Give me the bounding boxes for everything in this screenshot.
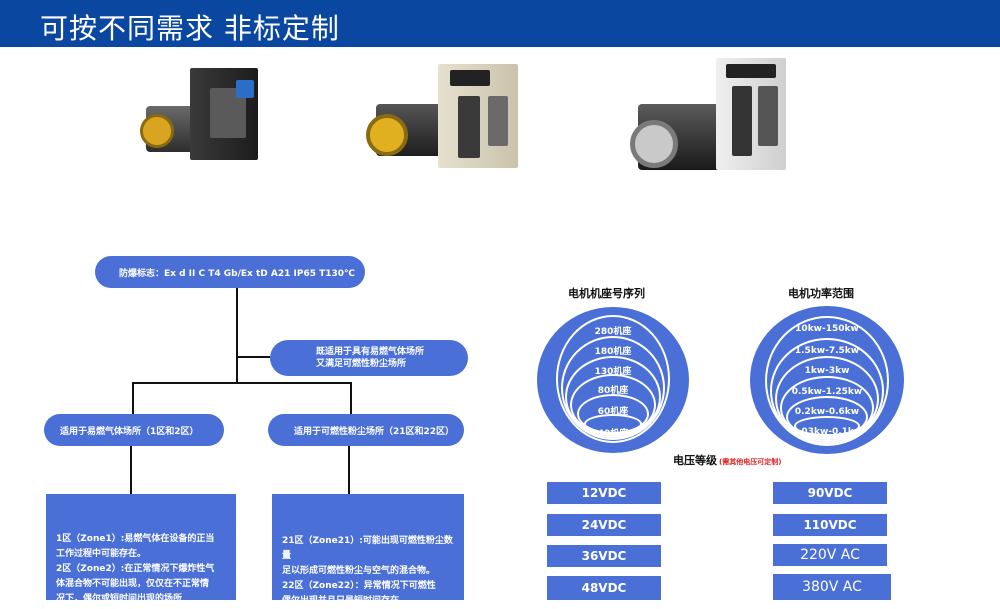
product-photo-strip — [44, 48, 956, 174]
explosion-proof-mark-node: 防爆标志：Ex d II C T4 Gb/Ex tD A21 IP65 T130… — [95, 256, 365, 288]
dust-zone-label: 适用于可燃性粉尘场所（21区和22区） — [294, 426, 455, 437]
frame-series-title: 电机机座号序列 — [568, 287, 645, 300]
voltage-bar: 24VDC — [547, 514, 661, 536]
voltage-bar: 48VDC — [547, 576, 661, 600]
gas-zone-node: 适用于易燃气体场所（1区和2区） — [44, 414, 224, 446]
power-label: 1.5kw-7.5kw — [794, 346, 860, 356]
voltage-bar: 220V AC — [773, 544, 887, 566]
voltage-bar: 110VDC — [773, 514, 887, 536]
power-label: 0.5kw-1.25kw — [791, 387, 863, 397]
dust-zone-detail-box: 21区（Zone21）:可能出现可燃性粉尘数量 足以形成可燃性粉尘与空气的混合物… — [272, 494, 464, 606]
frame-ring-4 — [565, 356, 661, 438]
power-ring-6 — [786, 396, 868, 438]
voltage-bar: 90VDC — [773, 482, 887, 504]
voltage-bar: 12VDC — [547, 482, 661, 504]
gas-zone-label: 适用于易燃气体场所（1区和2区） — [60, 426, 199, 437]
frame-ring-5 — [570, 374, 656, 436]
gas-detail-line: 1区（Zone1）:易燃气体在设备的正当 — [56, 534, 215, 544]
voltage-title: 电压等级(需其他电压可定制) — [673, 452, 781, 468]
connector-line — [350, 382, 352, 414]
voltage-title-text: 电压等级 — [673, 454, 717, 467]
connector-line — [236, 288, 238, 382]
dust-detail-line: 足以形成可燃性粉尘与空气的混合物。 — [282, 566, 436, 576]
servo-drive-photo-1 — [140, 64, 270, 164]
power-range-title: 电机功率范围 — [788, 287, 854, 300]
gas-detail-line: 工作过程中可能存在。 — [56, 549, 147, 559]
dual-use-node: 既适用于具有易燃气体场所 又满足可燃性粉尘场所 — [270, 340, 468, 376]
power-ring-3 — [770, 338, 884, 444]
servo-drive-photo-2 — [364, 60, 524, 172]
gas-detail-line: 况下，偶尔或短时间出现的场所 — [56, 594, 183, 604]
power-ring-2 — [765, 316, 889, 446]
frame-label: 280机座 — [594, 327, 632, 337]
servo-drive-photo-3 — [630, 54, 790, 174]
dust-detail-line: 偶尔出现并且只是短时间存在。 — [282, 596, 409, 606]
power-label: 1kw-3kw — [804, 366, 850, 376]
explosion-proof-mark-text: 防爆标志：Ex d II C T4 Gb/Ex tD A21 IP65 T130… — [119, 268, 355, 279]
frame-label: 180机座 — [594, 347, 632, 357]
power-ring-4 — [775, 356, 879, 442]
connector-line — [348, 446, 350, 494]
gas-zone-detail-box: 1区（Zone1）:易燃气体在设备的正当 工作过程中可能存在。 2区（Zone2… — [46, 494, 236, 604]
dust-zone-node: 适用于可燃性粉尘场所（21区和22区） — [268, 414, 464, 446]
frame-ring-3 — [561, 336, 665, 440]
dust-detail-line: 22区（Zone22）：异常情况下可燃性 — [282, 581, 436, 591]
header-bar: 可按不同需求 非标定制 — [0, 0, 1000, 47]
gas-detail-line: 体混合物不可能出现，仅仅在不正常情 — [56, 579, 210, 589]
frame-label: 130机座 — [594, 367, 632, 377]
frame-label: 60机座 — [597, 407, 629, 417]
connector-line — [236, 356, 270, 358]
power-label: 0.03kw-0.1kw — [791, 427, 863, 437]
voltage-note: (需其他电压可定制) — [719, 458, 782, 466]
gas-detail-line: 2区（Zone2）:在正常情况下爆炸性气 — [56, 564, 215, 574]
frame-ring-2 — [556, 315, 670, 443]
connector-line — [132, 382, 352, 384]
frame-label: 40机座 — [597, 429, 629, 439]
power-ring-5 — [780, 376, 874, 440]
voltage-bar: 380V AC — [773, 574, 891, 600]
frame-ring-7 — [584, 414, 642, 434]
voltage-bar: 36VDC — [547, 545, 661, 567]
frame-label: 80机座 — [597, 386, 629, 396]
page-title: 可按不同需求 非标定制 — [40, 12, 340, 45]
dust-detail-line: 21区（Zone21）:可能出现可燃性粉尘数量 — [282, 536, 453, 561]
connector-line — [130, 446, 132, 494]
connector-line — [132, 382, 134, 414]
power-label: 0.2kw-0.6kw — [794, 407, 860, 417]
dual-use-line-1: 既适用于具有易燃气体场所 — [316, 347, 425, 357]
power-label: 10kw-150kw — [795, 324, 859, 334]
power-ring-7 — [794, 416, 860, 436]
dual-use-line-2: 又满足可燃性粉尘场所 — [316, 359, 407, 369]
